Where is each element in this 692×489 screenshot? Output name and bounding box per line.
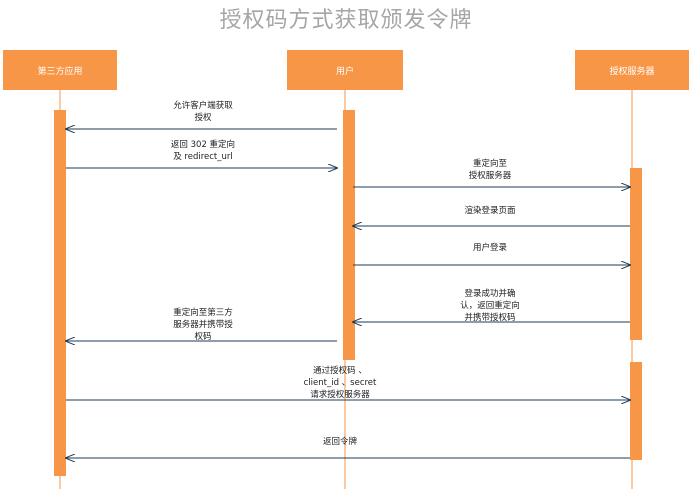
message-label-line: 服务器并携带授 xyxy=(173,320,233,330)
message-label-line: 登录成功并确 xyxy=(464,289,516,299)
message-label-line: 渲染登录页面 xyxy=(464,206,516,216)
message-label-line: 权码 xyxy=(194,332,212,342)
message-label-line: 请求授权服务器 xyxy=(310,390,370,400)
actor-user: 用户 xyxy=(287,50,403,90)
message-label-line: 并携带授权码 xyxy=(464,313,516,323)
activation-bar-auth-server-2 xyxy=(630,362,642,460)
message-label-line: 授权 xyxy=(194,113,212,123)
activation-bar-user xyxy=(343,110,355,360)
message-label-line: 重定向至 xyxy=(472,159,507,169)
message-label-6: 登录成功并确认，返回重定向并携带授权码 xyxy=(430,288,550,324)
message-label-7: 重定向至第三方服务器并携带授权码 xyxy=(143,307,263,343)
diagram-title: 授权码方式获取颁发令牌 xyxy=(219,8,473,33)
message-label-4: 渲染登录页面 xyxy=(430,205,550,217)
actor-client: 第三方应用 xyxy=(3,50,117,90)
message-label-9: 返回令牌 xyxy=(280,436,400,448)
message-label-line: client_id 、secret xyxy=(303,378,377,388)
message-label-line: 返回 302 重定向 xyxy=(170,140,236,150)
activation-bar-client xyxy=(54,110,66,476)
message-label-5: 用户登录 xyxy=(430,242,550,254)
message-label-line: 允许客户端获取 xyxy=(173,101,233,111)
activation-bar-auth-server-1 xyxy=(630,168,642,340)
message-label-1: 允许客户端获取授权 xyxy=(143,100,263,124)
message-label-2: 返回 302 重定向及 redirect_url xyxy=(143,139,263,163)
message-label-3: 重定向至授权服务器 xyxy=(430,158,550,182)
message-label-line: 及 redirect_url xyxy=(173,152,233,162)
message-label-line: 授权服务器 xyxy=(468,171,512,181)
message-label-8: 通过授权码 、 client_id 、secret 请求授权服务器 xyxy=(280,365,400,401)
message-label-line: 返回令牌 xyxy=(322,437,357,447)
message-label-line: 认，返回重定向 xyxy=(460,301,520,311)
actor-auth-server: 授权服务器 xyxy=(575,50,689,90)
message-label-line: 通过授权码 、 xyxy=(313,366,367,376)
message-label-line: 重定向至第三方 xyxy=(173,308,233,318)
message-label-line: 用户登录 xyxy=(472,243,507,253)
